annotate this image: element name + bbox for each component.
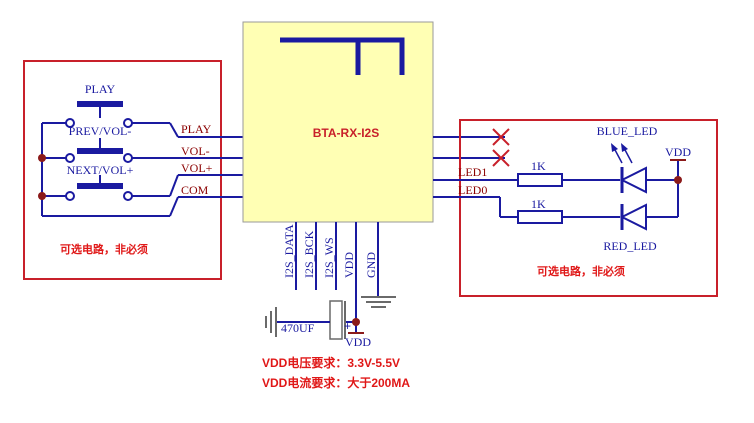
power-vdd-label: VDD	[345, 335, 371, 349]
right-optional-panel	[459, 119, 718, 297]
pin-label-gnd: GND	[364, 252, 378, 278]
red-led-label: RED_LED	[603, 239, 657, 253]
pin-label-com: COM	[181, 183, 209, 197]
capacitor-icon	[329, 300, 343, 340]
switch-play	[42, 101, 179, 138]
junction-left-1	[38, 154, 46, 162]
pin-label-play: PLAY	[181, 122, 212, 136]
junction-led-vdd	[674, 176, 682, 184]
capacitor-ground-icon	[265, 307, 277, 337]
pin-label-i2s-bck: I2S_BCK	[302, 230, 316, 278]
pin-label-vol-minus: VOL-	[181, 144, 210, 158]
switch-prev-vol	[42, 138, 178, 163]
switch-prev-label: PREV/VOL-	[69, 124, 132, 138]
capacitor-plus: +	[344, 319, 351, 333]
pin-label-i2s-ws: I2S_WS	[322, 237, 336, 278]
ground-icon	[361, 296, 396, 308]
pin-label-led0: LED0	[458, 183, 487, 197]
resistor-1-label: 1K	[531, 159, 546, 173]
module-title: BTA-RX-I2S	[313, 126, 379, 140]
vdd-current-requirement: VDD电流要求：大于200MA	[262, 375, 410, 390]
capacitor-label: 470UF	[281, 321, 315, 335]
left-panel-note: 可选电路，非必须	[60, 242, 148, 256]
led-vdd-label: VDD	[665, 145, 691, 159]
junction-left-2	[38, 192, 46, 200]
left-optional-panel	[23, 60, 222, 280]
pin-label-vdd: VDD	[342, 252, 356, 278]
com-wire-rise	[169, 196, 179, 217]
no-connect-icon-1	[492, 128, 510, 146]
no-connect-icon-2	[492, 149, 510, 167]
red-led-icon	[619, 203, 647, 231]
switch-next-label: NEXT/VOL+	[67, 163, 134, 177]
pin-label-led1: LED1	[458, 165, 487, 179]
vdd-voltage-requirement: VDD电压要求：3.3V-5.5V	[262, 355, 400, 370]
resistor-2	[517, 210, 563, 224]
resistor-1	[517, 173, 563, 187]
blue-led-icon	[611, 143, 647, 194]
pin-label-vol-plus: VOL+	[181, 161, 213, 175]
switch-play-label: PLAY	[85, 82, 116, 96]
pin-label-i2s-data: I2S_DATA	[282, 224, 296, 278]
antenna-icon	[280, 37, 405, 75]
junction-vdd	[352, 318, 360, 326]
switch-next-vol	[42, 174, 179, 201]
resistor-2-label: 1K	[531, 197, 546, 211]
right-panel-note: 可选电路，非必须	[537, 264, 625, 278]
blue-led-label: BLUE_LED	[597, 124, 658, 138]
